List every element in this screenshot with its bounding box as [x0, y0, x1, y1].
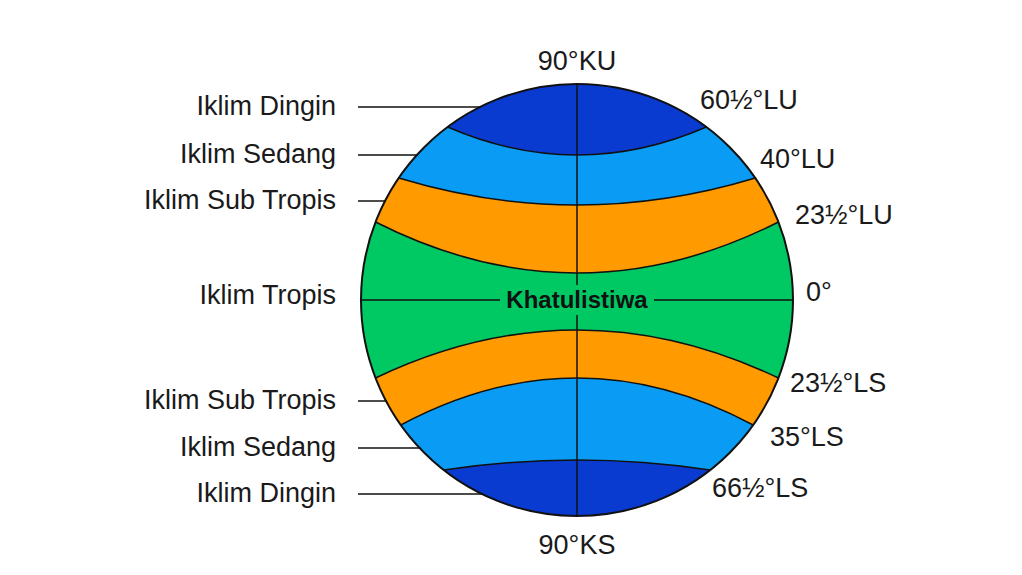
globe-lines: [358, 84, 793, 516]
leader-line: [358, 447, 421, 449]
leader-line: [358, 200, 386, 202]
leader-line: [358, 154, 418, 156]
latitude-label: 40°LU: [760, 144, 835, 175]
climate-label: Iklim Dingin: [196, 478, 336, 509]
pole-label: 90°KU: [538, 46, 616, 77]
climate-label: Iklim Dingin: [196, 91, 336, 122]
climate-label: Iklim Sub Tropis: [144, 385, 336, 416]
climate-bands: [331, 54, 823, 546]
latitude-label: 35°LS: [770, 422, 844, 453]
equator-label: Khatulistiwa: [500, 285, 653, 315]
latitude-label: 60½°LU: [700, 85, 798, 116]
latitude-label: 23½°LU: [795, 200, 893, 231]
globe-outline: [361, 84, 793, 516]
latitude-label: 66½°LS: [712, 473, 808, 504]
tropical-band: [351, 74, 803, 526]
leader-line: [358, 493, 483, 495]
climate-label: Iklim Sedang: [180, 139, 336, 170]
climate-label: Iklim Sub Tropis: [144, 185, 336, 216]
climate-label: Iklim Tropis: [199, 280, 336, 311]
climate-label: Iklim Sedang: [180, 432, 336, 463]
latitude-label: 0°: [806, 277, 832, 308]
leader-line: [358, 400, 387, 402]
latitude-label: 23½°LS: [790, 368, 886, 399]
leader-line: [358, 106, 481, 108]
pole-label: 90°KS: [539, 530, 616, 561]
